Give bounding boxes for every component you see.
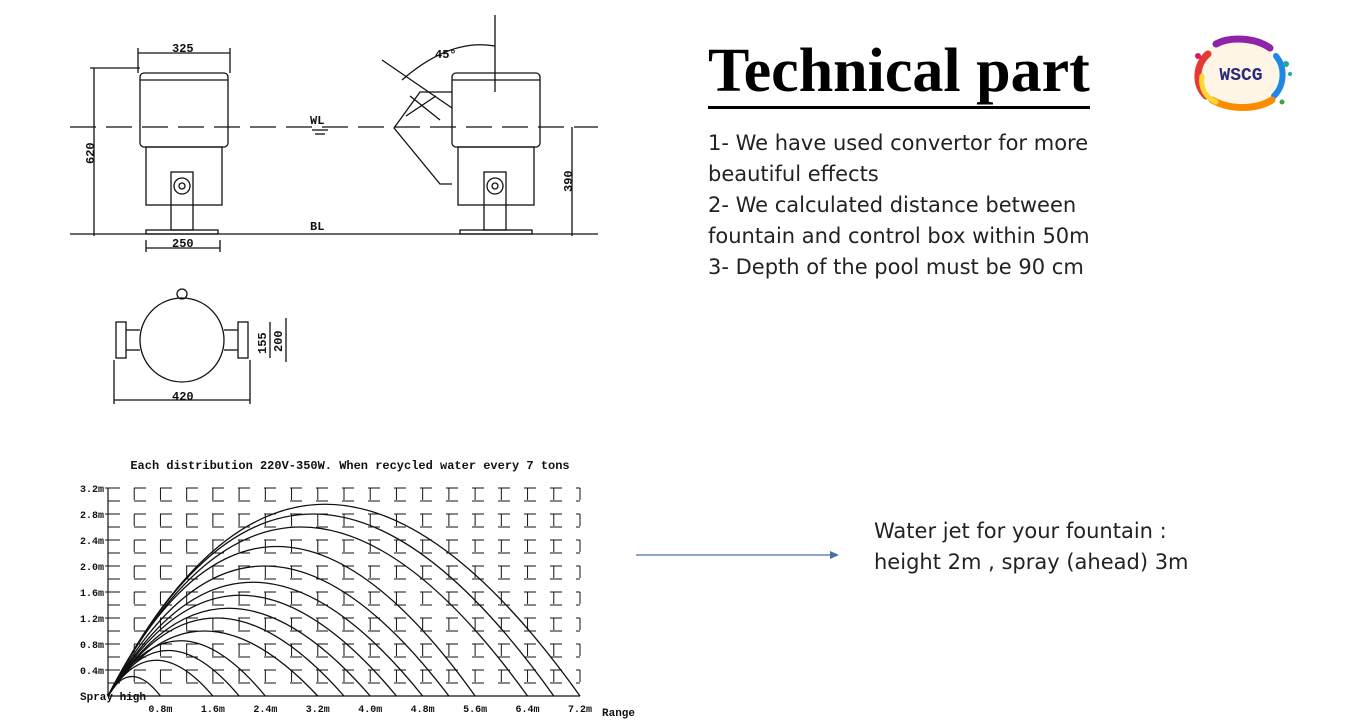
x-tick-label: 0.8m bbox=[148, 705, 172, 716]
jet-curve bbox=[107, 546, 476, 697]
y-tick-label: 3.2m bbox=[80, 485, 104, 496]
technical-drawing: 325 620 250 390 45° WL BL 420 155 200 bbox=[70, 15, 598, 404]
angle-label: 45° bbox=[435, 48, 457, 62]
x-tick-label: 7.2m bbox=[568, 705, 592, 716]
jet-curve bbox=[107, 565, 450, 697]
chart-curves bbox=[107, 503, 581, 697]
page-title: Technical part bbox=[708, 36, 1090, 109]
y-tick-label: 2.4m bbox=[80, 537, 104, 548]
jet-curve bbox=[107, 617, 345, 697]
x-tick-label: 1.6m bbox=[201, 705, 225, 716]
x-tick-label: 4.8m bbox=[411, 705, 435, 716]
bl-label: BL bbox=[310, 220, 324, 234]
x-tick-label: 4.0m bbox=[358, 705, 382, 716]
x-tick-label: 3.2m bbox=[306, 705, 330, 716]
x-tick-label: 5.6m bbox=[463, 705, 487, 716]
x-axis-label: Range bbox=[602, 708, 635, 720]
arrow-icon bbox=[636, 551, 839, 559]
jet-curve bbox=[107, 581, 424, 697]
point-line: fountain and control box within 50m bbox=[708, 224, 1090, 248]
chart-title: Each distribution 220V-350W. When recycl… bbox=[130, 459, 569, 473]
point-line: beautiful effects bbox=[708, 162, 879, 186]
dim-620: 620 bbox=[84, 142, 98, 164]
dim-420: 420 bbox=[172, 390, 194, 404]
dim-250: 250 bbox=[172, 237, 194, 251]
wl-label: WL bbox=[310, 114, 324, 128]
x-tick-label: 6.4m bbox=[516, 705, 540, 716]
technical-points: 1- We have used convertor for more beaut… bbox=[708, 128, 1158, 283]
water-jet-note: Water jet for your fountain : height 2m … bbox=[874, 516, 1189, 578]
logo-text: WSCG bbox=[1219, 66, 1262, 86]
wscg-logo: WSCG bbox=[1194, 35, 1292, 111]
chart-ticks: 0.8m 1.6m 2.4m 3.2m 4.0m 4.8m 5.6m 6.4m 7.2m 0.4m… bbox=[80, 485, 592, 716]
point-line: 2- We calculated distance between bbox=[708, 193, 1077, 217]
dim-390: 390 bbox=[562, 170, 576, 192]
jet-curve bbox=[107, 526, 529, 697]
dim-200: 200 bbox=[272, 330, 286, 352]
point-line: 3- Depth of the pool must be 90 cm bbox=[708, 255, 1084, 279]
jet-note-line: height 2m , spray (ahead) 3m bbox=[874, 550, 1189, 574]
x-tick-label: 2.4m bbox=[253, 705, 277, 716]
point-line: 1- We have used convertor for more bbox=[708, 131, 1089, 155]
y-tick-label: 1.2m bbox=[80, 615, 104, 626]
y-tick-label: 0.4m bbox=[80, 667, 104, 678]
y-axis-label: Spray high bbox=[80, 692, 146, 704]
spray-chart: Each distribution 220V-350W. When recycl… bbox=[80, 459, 635, 720]
y-tick-label: 1.6m bbox=[80, 589, 104, 600]
dim-325: 325 bbox=[172, 42, 194, 56]
jet-curve bbox=[107, 594, 397, 697]
jet-curve bbox=[107, 630, 319, 697]
jet-curve bbox=[107, 503, 581, 697]
y-tick-label: 2.0m bbox=[80, 563, 104, 574]
dim-155: 155 bbox=[256, 332, 270, 354]
jet-note-line: Water jet for your fountain : bbox=[874, 519, 1167, 543]
y-tick-label: 2.8m bbox=[80, 511, 104, 522]
jet-curve bbox=[107, 607, 371, 697]
y-tick-label: 0.8m bbox=[80, 641, 104, 652]
